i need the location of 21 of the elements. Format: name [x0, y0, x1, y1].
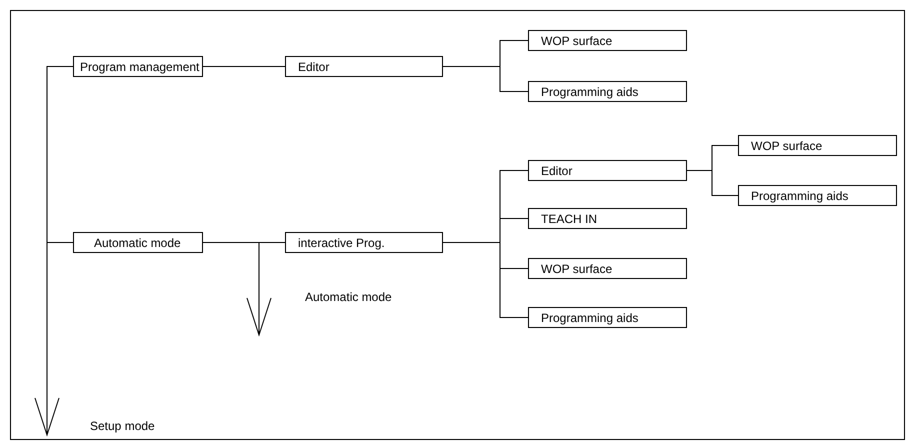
- connector-line: [46, 66, 74, 243]
- connector-line: [442, 66, 528, 92]
- process-box: Programming aids: [528, 81, 687, 102]
- process-box: WOP surface: [738, 135, 897, 156]
- arrow: [202, 242, 272, 336]
- process-box: Programming aids: [528, 307, 687, 328]
- connector-line: [442, 242, 528, 318]
- process-box: Programming aids: [738, 185, 897, 206]
- process-box: interactive Prog.: [285, 232, 443, 253]
- process-box: WOP surface: [528, 258, 687, 279]
- mode-label: Automatic mode: [305, 290, 392, 304]
- connector-line: [686, 170, 738, 196]
- process-box: Editor: [285, 56, 443, 77]
- process-box: TEACH IN: [528, 208, 687, 229]
- mode-label: Setup mode: [90, 419, 155, 433]
- connector-line: [202, 66, 286, 67]
- process-box: Program management: [73, 56, 203, 77]
- process-box: Automatic mode: [73, 232, 203, 253]
- process-box: Editor: [528, 160, 687, 181]
- arrow: [34, 242, 74, 436]
- process-box: WOP surface: [528, 30, 687, 51]
